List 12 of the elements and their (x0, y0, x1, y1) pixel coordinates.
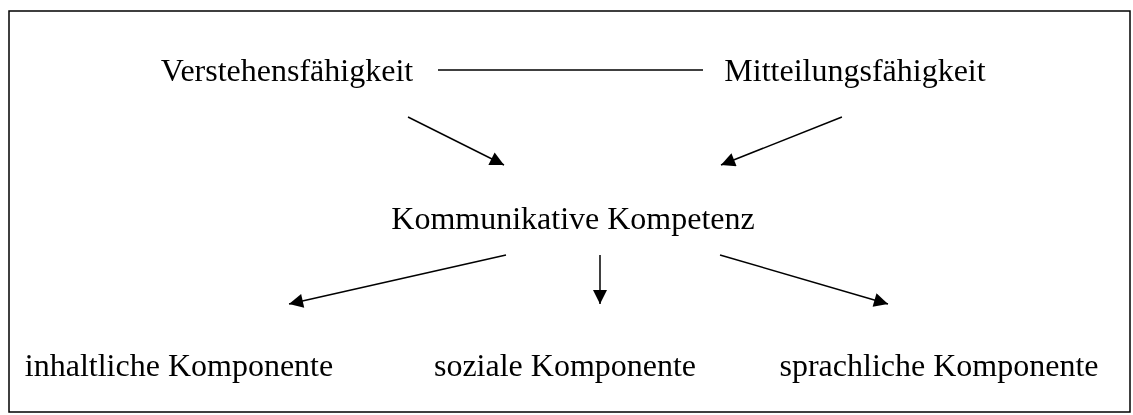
arrow (719, 254, 889, 307)
node-label: inhaltliche Komponente (24, 346, 334, 384)
node-label: Kommunikative Kompetenz (391, 199, 755, 237)
node-label: Verstehensfähigkeit (160, 51, 414, 89)
arrow (288, 254, 507, 308)
arrow (720, 116, 843, 167)
node-label: Mitteilungsfähigkeit (724, 51, 986, 89)
node-label: sprachliche Komponente (779, 346, 1099, 384)
arrow (407, 116, 505, 166)
connector-line (437, 69, 704, 71)
arrow (593, 254, 607, 305)
node-label: soziale Komponente (433, 346, 697, 384)
